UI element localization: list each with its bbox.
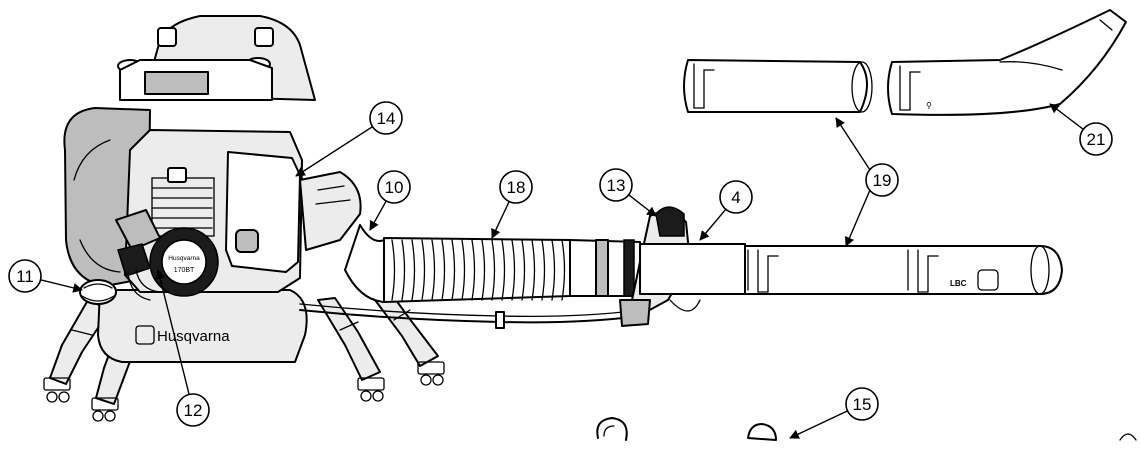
- straight-tube-assembled: LBC: [639, 243, 1063, 295]
- callout-circle: [176, 393, 210, 427]
- tube-extension: [683, 59, 873, 113]
- callout-leader: [835, 117, 871, 171]
- callout-18: 18: [499, 170, 533, 204]
- logo-starter: Husqvarna: [168, 255, 200, 262]
- callout-number: 14: [377, 109, 396, 128]
- callout-leader: [1049, 103, 1084, 130]
- hose-rib: [501, 239, 506, 301]
- callout-circle: [599, 168, 633, 202]
- hose-rib: [461, 239, 466, 301]
- hose-rib: [511, 239, 516, 301]
- callout-circle: [845, 387, 879, 421]
- callout-circle: [1079, 122, 1113, 156]
- base-plate: [97, 289, 308, 363]
- callout-circle: [377, 170, 411, 204]
- callout-number: 4: [731, 188, 740, 207]
- svg-text:⚲: ⚲: [926, 101, 932, 110]
- callout-circle: [8, 259, 42, 293]
- fan-outlet-elbow: [299, 171, 362, 251]
- hose-rib: [451, 239, 456, 301]
- callout-19: 19: [865, 163, 899, 197]
- hose-rib: [471, 239, 476, 301]
- screw-part: [747, 423, 777, 441]
- hose-rib: [541, 239, 546, 301]
- callout-leader: [491, 201, 510, 239]
- hose-rib: [481, 239, 486, 301]
- callout-number: 15: [853, 395, 872, 414]
- hose-rib: [431, 239, 436, 301]
- callout-leader: [699, 208, 727, 241]
- tube-code-label: LBC: [950, 279, 967, 288]
- callout-21: 21: [1079, 122, 1113, 156]
- hose-clamp: [596, 417, 628, 441]
- callout-14: 14: [369, 101, 403, 135]
- callout-circle: [719, 180, 753, 214]
- flex-hose: [344, 224, 571, 303]
- hose-rib: [551, 239, 556, 301]
- callout-leader: [155, 269, 190, 395]
- callout-number: 11: [16, 267, 34, 286]
- callout-11: 11: [8, 259, 42, 293]
- callout-leader: [369, 200, 387, 231]
- callout-circle: [499, 170, 533, 204]
- callout-number: 19: [873, 171, 892, 190]
- logo-base-text: Husqvarna: [157, 328, 230, 345]
- throttle-cable: [299, 309, 641, 324]
- callout-4: 4: [719, 180, 753, 214]
- hose-rib: [401, 239, 406, 301]
- air-filter-cover: [225, 151, 301, 273]
- callout-15: 15: [845, 387, 879, 421]
- starter-assembly: Husqvarna 170BT: [149, 227, 219, 297]
- callout-number: 13: [607, 176, 626, 195]
- shoulder-straps: [43, 291, 445, 422]
- backpack-blower-unit: Husqvarna Husqv: [43, 15, 445, 422]
- callout-leader: [628, 194, 657, 217]
- callout-number: 18: [507, 178, 526, 197]
- callout-13: 13: [599, 168, 633, 202]
- callout-number: 10: [385, 178, 404, 197]
- hose-rib: [561, 239, 566, 301]
- callout-10: 10: [377, 170, 411, 204]
- callout-12: 12: [176, 393, 210, 427]
- hose-rib: [411, 239, 416, 301]
- fuel-cap: [79, 279, 117, 305]
- callout-number: 12: [184, 401, 203, 420]
- model-label: 170BT: [174, 267, 195, 274]
- callout-leader: [295, 126, 373, 177]
- hose-rib: [531, 239, 536, 301]
- hose-rib: [421, 239, 426, 301]
- callout-circle: [369, 101, 403, 135]
- hose-rib: [491, 239, 496, 301]
- hose-rib: [521, 239, 526, 301]
- callout-leader: [844, 189, 871, 247]
- part-callouts: 4 10 11 12 13 14 15 18 19 21: [8, 101, 1113, 439]
- hose-rib: [391, 239, 396, 301]
- logo-tube-icon: [977, 269, 999, 291]
- callout-leader: [40, 279, 83, 293]
- callout-circle: [865, 163, 899, 197]
- callout-number: 21: [1087, 130, 1106, 149]
- callout-leader: [789, 410, 848, 439]
- hose-rib: [441, 239, 446, 301]
- flat-nozzle: ⚲: [887, 9, 1127, 116]
